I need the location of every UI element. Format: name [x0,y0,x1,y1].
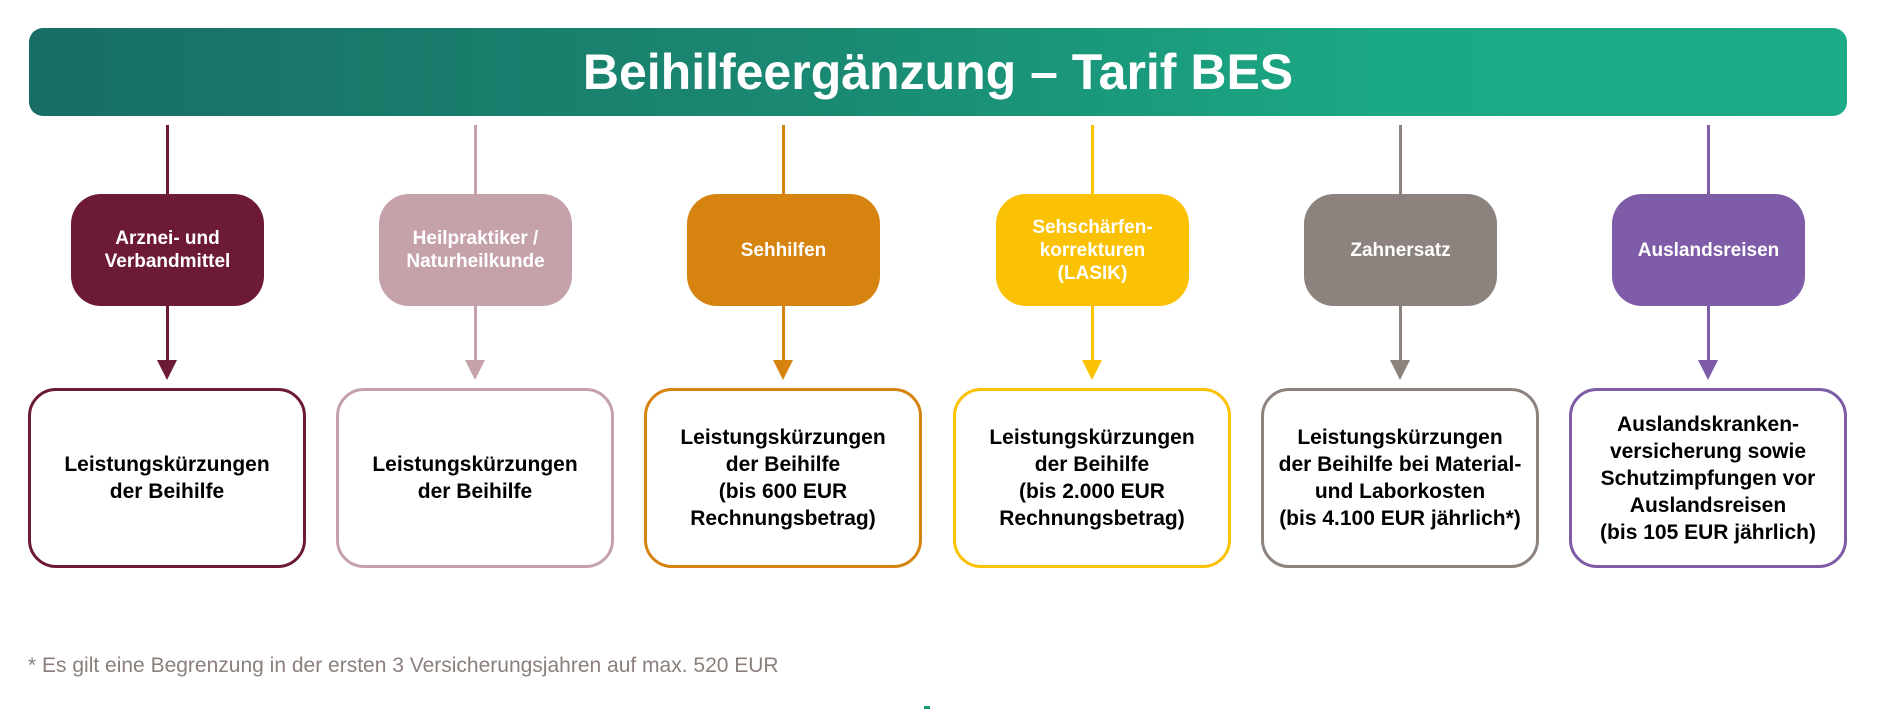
arrow-down-icon [465,360,485,380]
result-box: Leistungskürzungen der Beihilfe [336,388,614,568]
connector-line [474,306,477,362]
connector-line [1399,306,1402,362]
arrow-down-icon [157,360,177,380]
result-box: Leistungskürzungen der Beihilfe (bis 2.0… [953,388,1231,568]
category-box: Zahnersatz [1304,194,1497,306]
result-box: Auslandskranken- versicherung sowie Schu… [1569,388,1847,568]
result-text: Leistungskürzungen der Beihilfe [372,453,578,503]
category-box: Arznei- und Verbandmittel [71,194,264,306]
result-box: Leistungskürzungen der Beihilfe bei Mate… [1261,388,1539,568]
category-label: Sehschärfen- korrekturen (LASIK) [1032,216,1153,284]
result-text: Leistungskürzungen der Beihilfe [64,453,270,503]
result-text: Auslandskranken- versicherung sowie Schu… [1600,412,1816,544]
connector-line [1091,306,1094,362]
result-box: Leistungskürzungen der Beihilfe [28,388,306,568]
connector-line [782,125,785,195]
arrow-down-icon [773,360,793,380]
category-label: Arznei- und Verbandmittel [104,228,231,272]
arrow-down-icon [1082,360,1102,380]
result-text: Leistungskürzungen der Beihilfe (bis 600… [680,426,886,530]
category-box: Heilpraktiker / Naturheilkunde [379,194,572,306]
result-text: Leistungskürzungen der Beihilfe (bis 2.0… [989,426,1195,530]
category-label: Zahnersatz [1350,239,1451,261]
result-box: Leistungskürzungen der Beihilfe (bis 600… [644,388,922,568]
footnote: * Es gilt eine Begrenzung in der ersten … [28,654,779,677]
arrow-down-icon [1698,360,1718,380]
connector-line [166,306,169,362]
connector-line [782,306,785,362]
decorative-mark [924,706,930,709]
category-box: Auslandsreisen [1612,194,1805,306]
connector-line [1707,125,1710,195]
category-box: Sehschärfen- korrekturen (LASIK) [996,194,1189,306]
connector-line [1399,125,1402,195]
category-label: Sehhilfen [740,239,827,261]
category-box: Sehhilfen [687,194,880,306]
category-label: Heilpraktiker / Naturheilkunde [406,228,545,272]
header-banner: Beihilfeergänzung – Tarif BES [29,28,1847,116]
arrow-down-icon [1390,360,1410,380]
page-title: Beihilfeergänzung – Tarif BES [582,44,1294,100]
connector-line [474,125,477,195]
category-label: Auslandsreisen [1637,239,1780,261]
connector-line [166,125,169,195]
result-text: Leistungskürzungen der Beihilfe bei Mate… [1278,426,1522,530]
connector-line [1091,125,1094,195]
connector-line [1707,306,1710,362]
